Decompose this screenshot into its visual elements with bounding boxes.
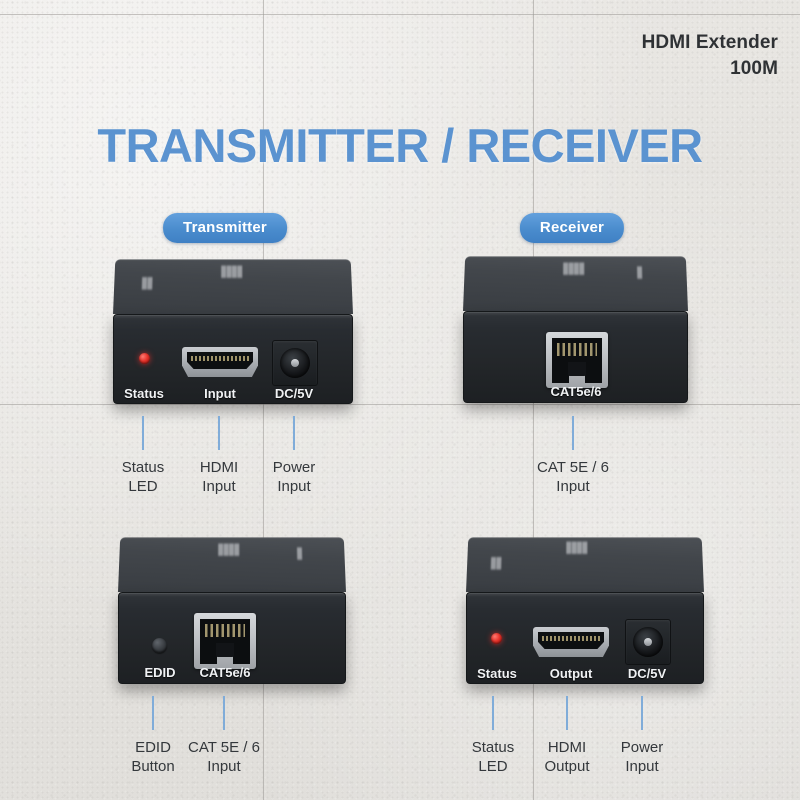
callout-hdmi-input: HDMI Input [200,458,238,496]
callout-line-2: Input [277,478,311,496]
callout-line-1: HDMI [547,739,587,756]
page-title: TRANSMITTER / RECEIVER [97,119,703,172]
callout-line-2: Input [556,478,590,496]
device-top-surface: ████ █ [118,537,346,592]
leader-line-status-led [142,416,144,450]
callout-line-1: CAT 5E / 6 [537,459,609,476]
device-transmitter-back: ████ █ EDID CAT5e/6 [118,536,346,684]
callout-line-1: HDMI [199,459,239,476]
callout-edid-button: EDID Button [131,738,174,776]
rj45-port-pins [205,624,245,637]
face-label-cat5e6: CAT5e/6 [199,665,251,680]
device-print-left: ██ [141,278,153,290]
hdmi-port-pins [191,356,249,361]
callout-power-input: Power Input [621,738,664,776]
edid-button-icon[interactable] [152,638,167,653]
callout-line-2: LED [478,758,508,776]
leader-line-edid-button [152,696,154,730]
callout-line-2: Input [202,478,236,496]
status-led-icon [139,353,150,364]
face-label-output: Output [549,666,593,681]
leader-line-hdmi-output [566,696,568,730]
rj45-port-pins [557,343,597,356]
leader-line-status-led [492,696,494,730]
gridline-horizontal-middle [0,404,800,405]
callout-status-led: Status LED [122,458,165,496]
callout-cat5e-input: CAT 5E / 6 Input [188,738,260,776]
header-line-2: 100M [730,58,778,80]
device-print-center: ████ [563,264,585,275]
leader-line-power-input [641,696,643,730]
device-print-right: █ [297,549,303,560]
face-label-status: Status [124,386,164,401]
product-header: HDMI Extender 100M [642,30,778,82]
face-label-dc: DC/5V [627,666,667,681]
rj45-port-icon [194,613,256,669]
dc-power-jack-icon [272,340,318,386]
callout-line-2: Button [131,758,175,776]
device-top-surface: ██ ████ [466,537,704,592]
callout-line-1: EDID [135,739,171,756]
face-label-cat5e6: CAT5e/6 [550,384,602,399]
header-line-1: HDMI Extender [641,32,778,53]
device-receiver-back: ████ █ CAT5e/6 [463,255,688,403]
device-front-panel: Status Output DC/5V [466,592,704,684]
device-front-panel: Status Input DC/5V [113,314,353,404]
callout-line-2: Input [625,758,659,776]
device-print-left: ██ [490,558,502,570]
face-label-edid: EDID [144,665,176,680]
device-print-center: ████ [221,267,243,278]
callout-line-1: CAT 5E / 6 [188,739,260,756]
callout-line-1: Status [471,739,515,756]
status-led-icon [491,633,502,644]
hdmi-port-icon [182,347,258,377]
hdmi-port-pins [542,636,600,641]
hdmi-port-icon [533,627,609,657]
callout-line-2: Input [207,758,241,776]
badge-receiver: Receiver [519,213,625,243]
device-top-surface: ████ █ [463,256,688,311]
callout-hdmi-output: HDMI Output [544,738,589,776]
device-receiver-front: ██ ████ Status Output DC/5V [466,536,704,684]
face-label-input: Input [204,386,236,401]
face-label-dc: DC/5V [274,386,314,401]
callout-line-2: LED [128,478,158,496]
device-print-center: ████ [566,543,588,554]
rj45-port-tab [568,362,586,376]
leader-line-cat5e-input [223,696,225,730]
callout-power-input: Power Input [273,458,316,496]
callout-cat5e-input: CAT 5E / 6 Input [537,458,609,496]
device-print-right: █ [637,268,643,279]
leader-line-cat5e-input [572,416,574,450]
leader-line-power-input [293,416,295,450]
rj45-port-tab [216,643,234,657]
callout-status-led: Status LED [472,738,515,776]
leader-line-hdmi-input [218,416,220,450]
dc-power-jack-icon [625,619,671,665]
device-print-center: ████ [218,545,240,556]
gridline-horizontal-top [0,14,800,15]
callout-line-1: Power [272,459,316,476]
callout-line-1: Power [620,739,664,756]
device-back-panel: CAT5e/6 [463,311,688,403]
callout-line-2: Output [544,758,590,776]
callout-line-1: Status [121,459,165,476]
device-top-surface: ██ ████ [113,259,353,314]
device-transmitter-front: ██ ████ Status Input DC/5V [113,258,353,404]
face-label-status: Status [477,666,517,681]
badge-transmitter: Transmitter [163,213,287,243]
rj45-port-icon [546,332,608,388]
device-back-panel: EDID CAT5e/6 [118,592,346,684]
